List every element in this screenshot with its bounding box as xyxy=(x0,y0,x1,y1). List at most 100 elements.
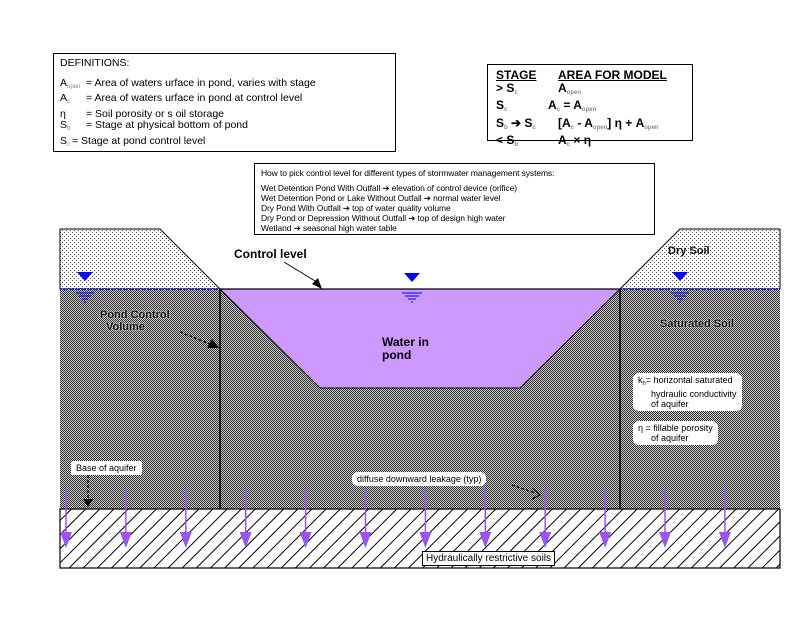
area-sub: c xyxy=(556,107,561,113)
dry-soil-right xyxy=(618,228,781,290)
symbol-char: A xyxy=(60,76,68,89)
area-cell: Ac × η xyxy=(558,134,591,152)
control-guide-item: Wet Detention Pond With Outfall ➔ elevat… xyxy=(261,183,517,193)
stage-text: S xyxy=(496,98,505,112)
kh-line3: of aquifer xyxy=(651,399,689,409)
control-level-label: Control level xyxy=(234,247,307,261)
water-in-pond-line2: pond xyxy=(382,348,412,362)
definition-row: Sc= Stage at pond control level xyxy=(60,134,389,152)
leakage-arrow xyxy=(718,488,731,548)
control-level-guide: How to pick control level for different … xyxy=(254,163,655,235)
control-guide-item: Wetland ➔ seasonal high water table xyxy=(261,223,397,233)
stage-cell: < Sb xyxy=(496,134,558,152)
stage-text: S xyxy=(496,115,505,130)
pond-control-volume-line2: Volume xyxy=(106,321,145,333)
area-text: A xyxy=(548,98,557,112)
area-sub: c xyxy=(570,124,575,131)
area-sub: open xyxy=(592,124,608,131)
diffuse-leakage-arrow xyxy=(511,484,541,500)
definition-text: = Area of waters urface in pond, varies … xyxy=(86,76,316,89)
definition-symbol: η xyxy=(60,107,86,121)
stage-sub: c xyxy=(532,124,536,131)
area-text: [A xyxy=(558,115,571,130)
area-text: ] η + A xyxy=(607,115,645,130)
stage-sub: b xyxy=(504,124,508,131)
symbol-char: η xyxy=(60,107,66,120)
stage-cell: > Sc xyxy=(496,80,558,100)
area-text: × η xyxy=(570,133,592,147)
definition-text: = Stage at physical bottom of pond xyxy=(86,119,248,131)
control-guide-item: Wet Detention Pond or Lake Without Outfa… xyxy=(261,193,501,203)
pond-control-volume-line1: Pond Control xyxy=(100,309,170,321)
leakage-arrow xyxy=(539,488,552,548)
leakage-arrow xyxy=(179,488,192,548)
area-text: - A xyxy=(574,115,593,130)
symbol-char: S xyxy=(60,134,68,147)
water-in-pond-line1: Water in xyxy=(382,335,429,349)
stage-text: < S xyxy=(496,133,515,147)
symbol-subscript: b xyxy=(67,126,71,132)
control-guide-intro: How to pick control level for different … xyxy=(261,168,555,178)
control-guide-item: Dry Pond With Outfall ➔ top of water qua… xyxy=(261,203,451,213)
leakage-arrow xyxy=(60,488,72,548)
kh-sub: h xyxy=(642,381,646,387)
dry-soil-label: Dry Soil xyxy=(668,245,710,257)
area-sub: open xyxy=(566,89,582,96)
stage-text: > S xyxy=(496,80,515,95)
area-cell: Ac = Aopen xyxy=(548,99,596,117)
area-sub: c xyxy=(566,142,571,148)
stage-row: Sb ➔ Sc[Ac - Aopen] η + Aopen xyxy=(496,115,684,135)
kh-symbol: k xyxy=(638,375,643,385)
stage-header: STAGE xyxy=(496,68,537,82)
definition-text: = Area of waters urface in pond at contr… xyxy=(86,92,303,104)
definition-symbol: Sc xyxy=(60,134,72,152)
eta-line2: of aquifer xyxy=(651,433,689,443)
water-table-icon-pond xyxy=(402,273,422,303)
control-level-arrow xyxy=(283,261,322,289)
definitions-title: DEFINITIONS: xyxy=(60,57,130,69)
stage-cell: Sc xyxy=(496,99,558,117)
pond-control-volume-label: Pond Control Volume xyxy=(100,309,170,333)
stage-sub: b xyxy=(514,142,519,148)
definitions-box: DEFINITIONS: Aopen= Area of waters urfac… xyxy=(53,53,396,152)
stage-sub: c xyxy=(504,107,508,113)
definition-row: η= Soil porosity or s oil storage xyxy=(60,107,389,121)
water-table-icon-right xyxy=(671,272,689,303)
symbol-subscript: c xyxy=(67,99,71,105)
kh-line2: hydraulic conductivity xyxy=(651,389,737,399)
leakage-arrow xyxy=(299,488,312,548)
leakage-arrow xyxy=(599,488,612,548)
area-cell: Aopen xyxy=(558,80,582,100)
leakage-arrow xyxy=(659,488,671,548)
area-text: A xyxy=(558,133,567,147)
leakage-arrow xyxy=(419,488,432,548)
base-of-aquifer-label: Base of aquifer xyxy=(71,461,142,475)
definition-symbol: Ac xyxy=(60,92,86,109)
leakage-arrow xyxy=(119,488,132,548)
symbol-char: A xyxy=(60,92,68,104)
stage-text: ➔ S xyxy=(507,115,533,130)
pond-control-volume-arrow xyxy=(179,331,219,348)
area-text: A xyxy=(558,80,567,95)
stage-sub: c xyxy=(514,89,518,96)
saturated-soil-label: Saturated Soil xyxy=(660,318,734,330)
water-in-pond-label: Water in pond xyxy=(382,336,429,362)
definition-row: Sb= Stage at physical bottom of pond xyxy=(60,119,389,136)
definition-row: Aopen= Area of waters urface in pond, va… xyxy=(60,76,389,94)
dry-soil-left xyxy=(59,228,222,290)
kh-definition: kh= horizontal saturated hydraulic condu… xyxy=(633,373,742,411)
base-of-aquifer-arrow xyxy=(83,475,93,507)
area-cell: [Ac - Aopen] η + Aopen xyxy=(558,115,659,135)
diffuse-leakage-label: diffuse downward leakage (typ) xyxy=(352,472,487,486)
symbol-subscript: c xyxy=(67,141,71,148)
area-sub: open xyxy=(581,107,597,113)
control-guide-item: Dry Pond or Depression Without Outfall ➔… xyxy=(261,213,506,223)
eta-line1: η = fillable porosity xyxy=(638,423,713,433)
restrictive-soils-label: Hydraulically restrictive soils xyxy=(422,551,556,566)
kh-line1: = horizontal saturated xyxy=(645,375,733,385)
leakage-arrow xyxy=(239,488,252,548)
